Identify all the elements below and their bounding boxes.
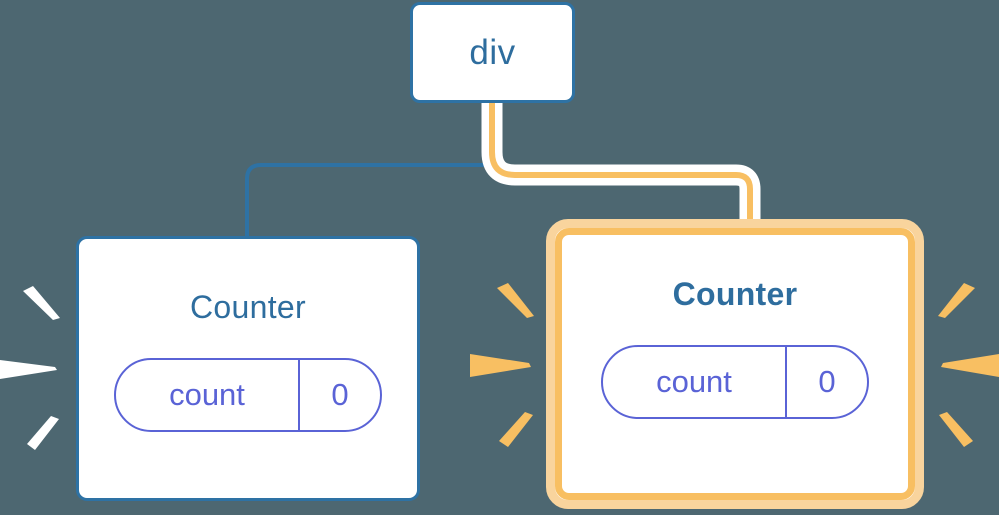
- node-counter-left[interactable]: Counter count 0: [76, 236, 420, 501]
- sparkle-right-card-left: [470, 283, 534, 447]
- sparkle-ray: [497, 283, 534, 318]
- sparkle-ray: [941, 354, 999, 377]
- node-div[interactable]: div: [410, 2, 575, 103]
- node-div-label: div: [469, 32, 516, 72]
- state-pill-counter-right[interactable]: count 0: [601, 345, 869, 419]
- sparkle-ray: [938, 283, 975, 318]
- node-counter-right-label: Counter: [672, 276, 798, 312]
- state-value: 0: [818, 364, 836, 399]
- node-counter-right[interactable]: Counter count 0: [546, 219, 924, 509]
- edge-div-to-counter-right-halo: [481, 103, 761, 222]
- sparkle-ray: [27, 416, 59, 450]
- sparkle-ray: [499, 412, 533, 447]
- state-pill-counter-left[interactable]: count 0: [114, 358, 382, 432]
- edge-div-to-counter-right: [489, 103, 753, 222]
- edge-div-to-counter-left: [245, 103, 494, 236]
- node-counter-left-label: Counter: [190, 289, 306, 325]
- sparkle-ray: [939, 412, 973, 447]
- state-key: count: [116, 360, 300, 430]
- sparkle-right-card-right: [938, 283, 999, 447]
- sparkle-ray: [23, 286, 60, 320]
- state-value: 0: [331, 377, 349, 412]
- state-key: count: [603, 347, 787, 417]
- sparkle-left-card-left: [0, 286, 60, 450]
- sparkle-ray: [0, 360, 57, 379]
- sparkle-ray: [470, 354, 531, 377]
